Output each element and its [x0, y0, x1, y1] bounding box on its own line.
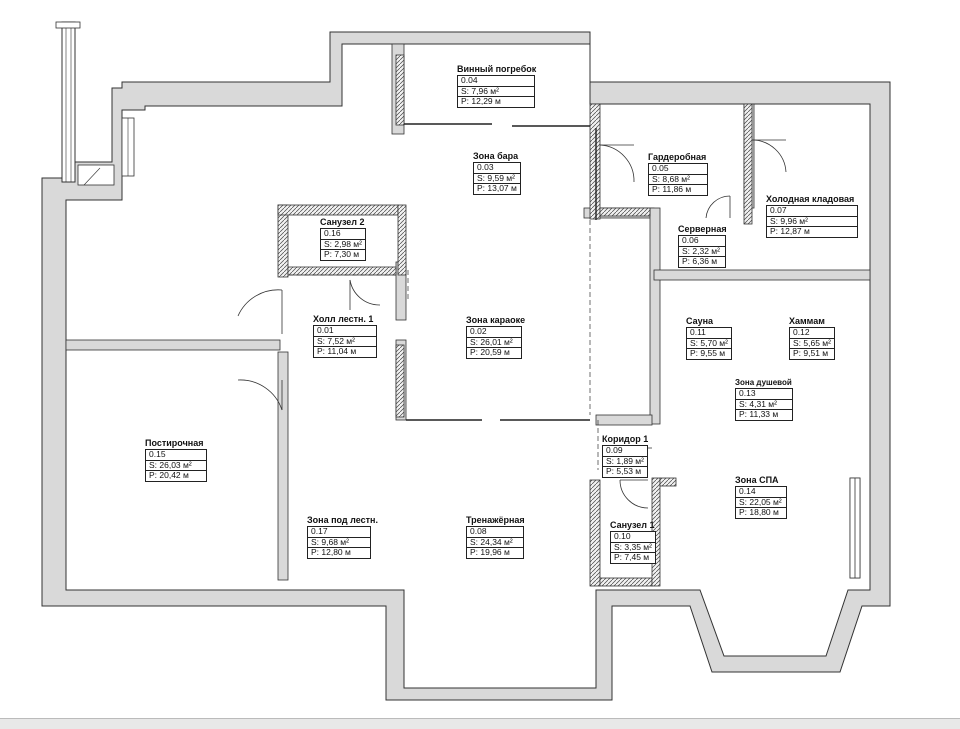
room-number: 0.05 — [648, 163, 708, 175]
room-number: 0.04 — [457, 75, 535, 87]
room-perimeter: P: 7,30 м — [320, 249, 366, 261]
room-name: Коридор 1 — [602, 434, 649, 444]
room-name: Сауна — [686, 316, 714, 326]
room-area: S: 9,68 м² — [307, 536, 371, 548]
room-label-bar-zone: Зона бара 0.03 S: 9,59 м² P: 13,07 м — [473, 151, 521, 195]
room-number: 0.01 — [313, 325, 377, 337]
room-perimeter: P: 12,80 м — [307, 547, 371, 559]
room-label-karaoke-zone: Зона караоке 0.02 S: 26,01 м² P: 20,59 м — [466, 315, 525, 359]
room-number: 0.10 — [610, 531, 656, 543]
room-label-bathroom-1: Санузел 1 0.10 S: 3,35 м² P: 7,45 м — [610, 520, 656, 564]
room-area: S: 26,01 м² — [466, 336, 522, 348]
room-label-wine-cellar: Винный погребок 0.04 S: 7,96 м² P: 12,29… — [457, 64, 536, 108]
room-perimeter: P: 6,36 м — [678, 256, 726, 268]
room-label-shower-zone: Зона душевой 0.13 S: 4,31 м² P: 11,33 м — [735, 377, 793, 421]
room-area: S: 2,98 м² — [320, 238, 366, 250]
interior-floor — [65, 43, 871, 689]
room-area: S: 4,31 м² — [735, 398, 793, 410]
room-perimeter: P: 18,80 м — [735, 507, 787, 519]
room-number: 0.16 — [320, 228, 366, 240]
room-label-corridor-1: Коридор 1 0.09 S: 1,89 м² P: 5,53 м — [602, 434, 648, 478]
room-perimeter: P: 7,45 м — [610, 552, 656, 564]
room-name: Серверная — [678, 224, 727, 234]
room-perimeter: P: 5,53 м — [602, 466, 648, 478]
room-name: Винный погребок — [457, 64, 537, 74]
room-name: Санузел 2 — [320, 217, 365, 227]
room-perimeter: P: 11,04 м — [313, 346, 377, 358]
room-name: Зона бара — [473, 151, 519, 161]
room-number: 0.11 — [686, 327, 732, 339]
room-area: S: 1,89 м² — [602, 455, 648, 467]
entrance-column — [61, 21, 76, 183]
room-perimeter: P: 11,33 м — [735, 409, 793, 421]
room-area: S: 9,59 м² — [473, 172, 521, 184]
room-perimeter: P: 20,59 м — [466, 347, 522, 359]
bottom-scrollbar[interactable] — [0, 718, 960, 729]
hatched-walls — [277, 54, 861, 587]
room-area: S: 22,05 м² — [735, 496, 787, 508]
room-area: S: 26,03 м² — [145, 459, 207, 471]
room-perimeter: P: 20,42 м — [145, 470, 207, 482]
room-perimeter: P: 9,51 м — [789, 348, 835, 360]
room-area: S: 9,96 м² — [766, 215, 858, 227]
room-label-under-stairs: Зона под лестн. 0.17 S: 9,68 м² P: 12,80… — [307, 515, 378, 559]
room-number: 0.08 — [466, 526, 524, 538]
room-perimeter: P: 13,07 м — [473, 183, 521, 195]
room-name: Холл лестн. 1 — [313, 314, 374, 324]
room-number: 0.02 — [466, 326, 522, 338]
room-number: 0.15 — [145, 449, 207, 461]
room-perimeter: P: 11,86 м — [648, 184, 708, 196]
room-name: Постирочная — [145, 438, 204, 448]
room-name: Зона под лестн. — [307, 515, 378, 525]
room-number: 0.14 — [735, 486, 787, 498]
room-number: 0.17 — [307, 526, 371, 538]
room-name: Зона душевой — [735, 378, 792, 387]
room-name: Тренажёрная — [466, 515, 525, 525]
room-area: S: 5,70 м² — [686, 337, 732, 349]
room-label-gym: Тренажёрная 0.08 S: 24,34 м² P: 19,96 м — [466, 515, 525, 559]
room-perimeter: P: 12,29 м — [457, 96, 535, 108]
room-label-spa-zone: Зона СПА 0.14 S: 22,05 м² P: 18,80 м — [735, 475, 787, 519]
room-label-laundry: Постирочная 0.15 S: 26,03 м² P: 20,42 м — [145, 438, 207, 482]
room-label-cold-storage: Холодная кладовая 0.07 S: 9,96 м² P: 12,… — [766, 194, 858, 238]
room-number: 0.13 — [735, 388, 793, 400]
room-perimeter: P: 12,87 м — [766, 226, 858, 238]
room-number: 0.07 — [766, 205, 858, 217]
room-number: 0.12 — [789, 327, 835, 339]
room-area: S: 7,96 м² — [457, 85, 535, 97]
room-area: S: 7,52 м² — [313, 335, 377, 347]
room-area: S: 5,65 м² — [789, 337, 835, 349]
room-label-bathroom-2: Санузел 2 0.16 S: 2,98 м² P: 7,30 м — [320, 217, 366, 261]
room-number: 0.03 — [473, 162, 521, 174]
room-name: Зона караоке — [466, 315, 526, 325]
room-perimeter: P: 19,96 м — [466, 547, 524, 559]
room-name: Гардеробная — [648, 152, 707, 162]
room-name: Холодная кладовая — [766, 194, 855, 204]
room-label-wardrobe: Гардеробная 0.05 S: 8,68 м² P: 11,86 м — [648, 152, 708, 196]
room-area: S: 2,32 м² — [678, 245, 726, 257]
room-name: Зона СПА — [735, 475, 779, 485]
room-number: 0.09 — [602, 445, 648, 457]
room-name: Санузел 1 — [610, 520, 655, 530]
room-number: 0.06 — [678, 235, 726, 247]
room-area: S: 3,35 м² — [610, 541, 656, 553]
room-perimeter: P: 9,55 м — [686, 348, 732, 360]
room-name: Хаммам — [789, 316, 825, 326]
room-label-sauna: Сауна 0.11 S: 5,70 м² P: 9,55 м — [686, 316, 732, 360]
room-label-server: Серверная 0.06 S: 2,32 м² P: 6,36 м — [678, 224, 727, 268]
room-label-stair-hall: Холл лестн. 1 0.01 S: 7,52 м² P: 11,04 м — [313, 314, 377, 358]
room-area: S: 24,34 м² — [466, 536, 524, 548]
door-swings — [237, 139, 787, 509]
room-label-hammam: Хаммам 0.12 S: 5,65 м² P: 9,51 м — [789, 316, 835, 360]
room-area: S: 8,68 м² — [648, 173, 708, 185]
